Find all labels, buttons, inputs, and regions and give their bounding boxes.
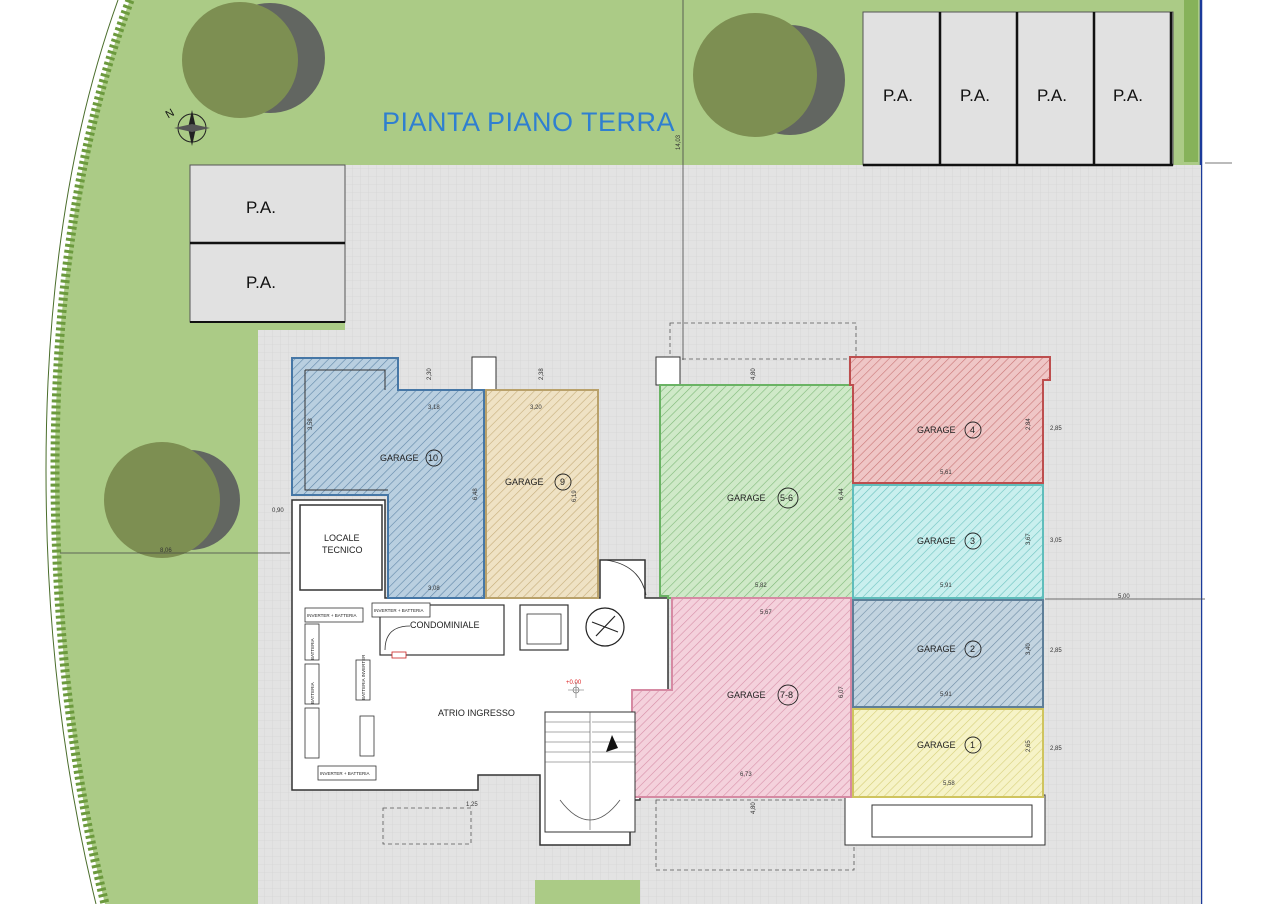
- garage-4: [849, 356, 1051, 484]
- garage-1: [852, 708, 1044, 798]
- garage-5-6: [659, 384, 857, 599]
- locale-tecnico: [299, 504, 383, 591]
- tree-icon: [693, 13, 845, 137]
- room-label-tecnico: TECNICO: [322, 545, 363, 555]
- svg-text:5,91: 5,91: [940, 583, 952, 589]
- tree-icon: [104, 442, 240, 558]
- svg-text:7-8: 7-8: [780, 690, 793, 700]
- svg-text:2,65: 2,65: [1026, 740, 1032, 752]
- dim-right: 5,00: [1118, 594, 1130, 600]
- svg-text:3,67: 3,67: [1026, 533, 1032, 545]
- parking-row-top: [862, 11, 1174, 167]
- svg-text:6,07: 6,07: [839, 686, 845, 698]
- svg-text:3,05: 3,05: [1050, 538, 1062, 544]
- parking-label: P.A.: [883, 86, 913, 105]
- parking-label: P.A.: [246, 273, 276, 292]
- equipment-label: BATTERIA: [310, 682, 315, 704]
- garage-3: [852, 484, 1044, 599]
- page-title: PIANTA PIANO TERRA: [382, 107, 675, 137]
- svg-text:3,40: 3,40: [1026, 643, 1032, 655]
- outside-left: [0, 0, 130, 904]
- svg-text:GARAGE: GARAGE: [727, 690, 766, 700]
- hedge-right: [1184, 0, 1198, 162]
- garage-label-7-8: GARAGE 7-8: [727, 684, 799, 706]
- svg-text:GARAGE: GARAGE: [727, 493, 766, 503]
- svg-text:2,85: 2,85: [1050, 746, 1062, 752]
- svg-text:2: 2: [970, 644, 975, 654]
- svg-text:2,84: 2,84: [1026, 418, 1032, 430]
- svg-text:3: 3: [970, 536, 975, 546]
- svg-text:5-6: 5-6: [780, 493, 793, 503]
- parking-label: P.A.: [1113, 86, 1143, 105]
- svg-text:+0.00: +0.00: [566, 680, 582, 686]
- room-label-condominiale: CONDOMINIALE: [410, 620, 480, 630]
- equipment-racks: [304, 602, 431, 781]
- svg-text:4,80: 4,80: [751, 802, 757, 814]
- svg-text:5,58: 5,58: [943, 781, 955, 787]
- svg-text:10: 10: [428, 453, 438, 463]
- equipment-label: BATTERIA INVERTER: [361, 654, 366, 700]
- level-marker-icon: [568, 682, 584, 698]
- svg-text:3,20: 3,20: [530, 405, 542, 411]
- svg-text:3,18: 3,18: [428, 405, 440, 411]
- svg-text:3,58: 3,58: [308, 418, 314, 430]
- svg-text:2,38: 2,38: [539, 368, 545, 380]
- parking-label: P.A.: [1037, 86, 1067, 105]
- panel-icon: [391, 651, 407, 659]
- garage-label-10: GARAGE 10: [380, 449, 443, 467]
- equipment-label: INVERTER + BATTERIA: [307, 613, 356, 618]
- tree-icon: [182, 2, 325, 118]
- svg-text:4,80: 4,80: [751, 368, 757, 380]
- parking-row-left: [189, 164, 346, 323]
- small-lawn: [536, 880, 640, 904]
- svg-text:2,85: 2,85: [1050, 648, 1062, 654]
- svg-text:4: 4: [970, 425, 975, 435]
- equipment-label: INVERTER + BATTERIA: [374, 608, 423, 613]
- garage-label-2: GARAGE 2: [917, 640, 982, 658]
- svg-text:9: 9: [560, 477, 565, 487]
- wheelchair-icon: [585, 607, 625, 647]
- svg-text:GARAGE: GARAGE: [917, 644, 956, 654]
- svg-text:6,73: 6,73: [740, 772, 752, 778]
- garage-2: [852, 599, 1044, 708]
- svg-text:6,48: 6,48: [473, 488, 479, 500]
- svg-text:6,44: 6,44: [839, 488, 845, 500]
- svg-text:GARAGE: GARAGE: [917, 425, 956, 435]
- equipment-label: INVERTER + BATTERIA: [320, 771, 369, 776]
- dim-height: 14,03: [676, 134, 682, 150]
- garage-label-3: GARAGE 3: [917, 532, 982, 550]
- dim-left: 8,06: [160, 548, 172, 554]
- garage-10: [291, 357, 485, 599]
- equipment-label: BATTERIA: [310, 638, 315, 660]
- svg-text:5,61: 5,61: [940, 470, 952, 476]
- svg-text:3,08: 3,08: [428, 586, 440, 592]
- garage-9: [485, 389, 599, 599]
- svg-text:1,25: 1,25: [466, 802, 478, 808]
- right-strip: [1200, 0, 1280, 904]
- svg-text:0,90: 0,90: [272, 508, 284, 514]
- svg-text:GARAGE: GARAGE: [917, 536, 956, 546]
- svg-text:2,30: 2,30: [427, 368, 433, 380]
- svg-text:GARAGE: GARAGE: [380, 453, 419, 463]
- svg-text:5,82: 5,82: [755, 583, 767, 589]
- svg-text:GARAGE: GARAGE: [917, 740, 956, 750]
- room-label-atrio: ATRIO INGRESSO: [438, 708, 515, 718]
- elevator: [519, 604, 569, 651]
- svg-text:5,91: 5,91: [940, 692, 952, 698]
- svg-text:5,67: 5,67: [760, 610, 772, 616]
- svg-text:1: 1: [970, 740, 975, 750]
- garage-label-5-6: GARAGE 5-6: [727, 487, 799, 509]
- svg-text:2,85: 2,85: [1050, 426, 1062, 432]
- svg-text:6,19: 6,19: [572, 490, 578, 502]
- stairs: [544, 711, 636, 833]
- garage-label-4: GARAGE 4: [917, 421, 982, 439]
- parking-label: P.A.: [960, 86, 990, 105]
- svg-text:GARAGE: GARAGE: [505, 477, 544, 487]
- garage-label-1: GARAGE 1: [917, 736, 982, 754]
- garage-label-9: GARAGE 9: [505, 473, 572, 491]
- dimension-labels: 3,18 3,20 5,82 5,67 5,61 5,91 5,91 5,58 …: [272, 368, 1062, 814]
- room-label-locale: LOCALE: [324, 533, 360, 543]
- parking-label: P.A.: [246, 198, 276, 217]
